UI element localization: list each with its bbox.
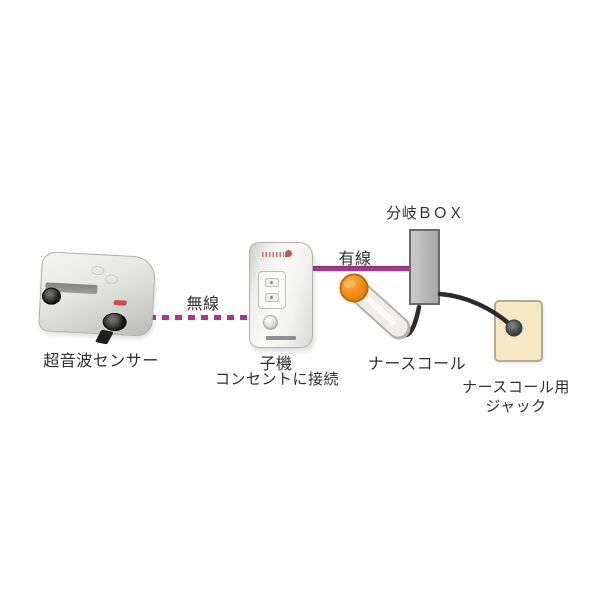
child-unit-image bbox=[249, 242, 313, 348]
sensor-logo-mark bbox=[113, 299, 128, 306]
sensor-label: 超音波センサー bbox=[43, 353, 159, 370]
button-highlight bbox=[344, 280, 356, 288]
child-unit-note-label: コンセントに接続 bbox=[214, 371, 340, 388]
child-unit-brand-mark bbox=[266, 336, 296, 340]
branch-box-label: 分岐ＢＯＸ bbox=[386, 205, 464, 222]
child-unit-logo-mark bbox=[262, 250, 292, 257]
jack-label-line1: ナースコール用 bbox=[462, 379, 570, 396]
child-unit-indicator bbox=[265, 293, 279, 302]
child-unit-label: 子機 bbox=[259, 356, 293, 373]
child-unit-indicator bbox=[265, 278, 279, 287]
wireless-link-dashed-line bbox=[149, 315, 249, 320]
ultrasonic-sensor-image bbox=[38, 249, 157, 345]
nurse-call-button bbox=[339, 273, 369, 303]
wireless-label: 無線 bbox=[186, 296, 220, 313]
wired-link-line bbox=[310, 266, 411, 271]
handset-highlight bbox=[351, 283, 396, 325]
nurse-call-handset bbox=[339, 273, 411, 340]
handset-body bbox=[347, 280, 408, 337]
cable-handset-to-box bbox=[395, 304, 422, 338]
branch-box-image bbox=[409, 229, 440, 305]
wired-label: 有線 bbox=[338, 251, 372, 268]
handset-body-outline bbox=[345, 278, 411, 340]
jack-label-line2: ジャック bbox=[485, 398, 547, 415]
nurse-call-jack-panel bbox=[494, 300, 543, 362]
nurse-call-label: ナースコール bbox=[367, 356, 467, 373]
child-unit-button bbox=[263, 315, 278, 330]
child-unit-indicator-panel bbox=[258, 271, 286, 309]
